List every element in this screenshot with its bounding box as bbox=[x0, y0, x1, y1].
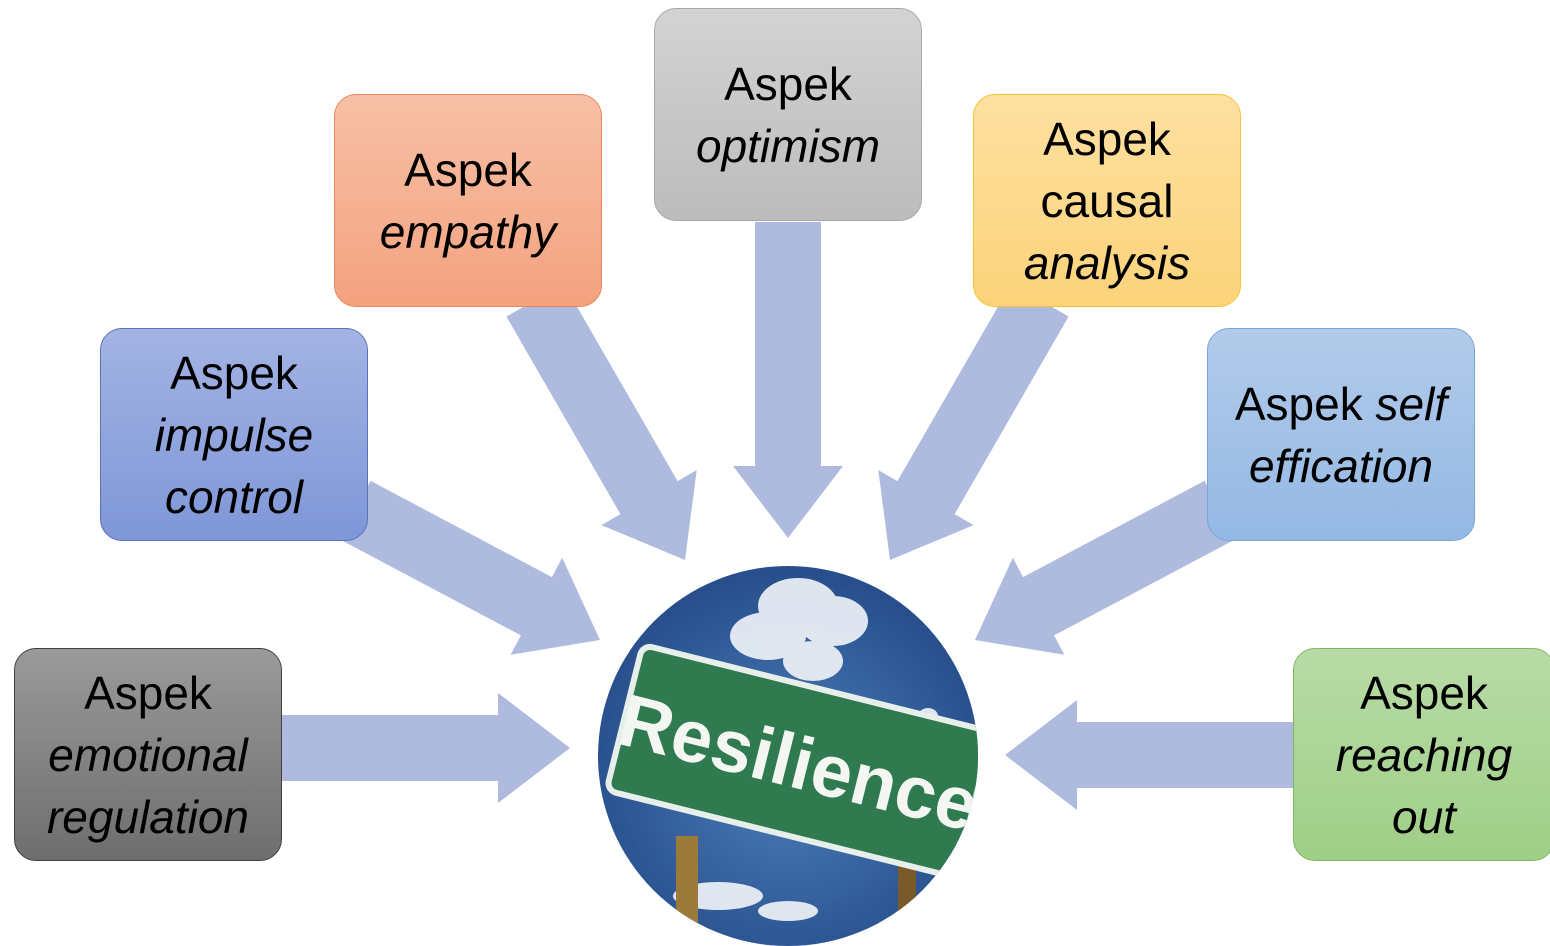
arrow-reaching bbox=[1005, 700, 1293, 810]
aspect-label-line: empathy bbox=[379, 205, 557, 258]
aspect-label-line: emotional bbox=[48, 728, 248, 781]
aspect-label-word: Aspek bbox=[1234, 377, 1376, 430]
arrow-impulse bbox=[339, 480, 600, 655]
aspect-impulse-control: Aspek impulse control bbox=[100, 328, 368, 541]
arrow-emotional bbox=[282, 693, 570, 803]
aspect-self-effication: Aspek self effication bbox=[1207, 328, 1475, 541]
aspect-reaching-out: Aspek reaching out bbox=[1293, 648, 1550, 861]
aspect-label-line: out bbox=[1392, 790, 1456, 843]
aspect-label-line: Aspek bbox=[1360, 666, 1488, 719]
arrow-self bbox=[975, 480, 1236, 655]
aspect-label-word: self bbox=[1375, 377, 1448, 430]
aspect-label-line: causal bbox=[1040, 174, 1174, 227]
aspect-label-line: control bbox=[164, 470, 304, 523]
aspect-label-line: effication bbox=[1248, 439, 1434, 492]
aspect-optimism: Aspek optimism bbox=[654, 8, 922, 221]
aspect-causal-analysis: Aspek causal analysis bbox=[973, 94, 1241, 307]
aspect-label-line: impulse bbox=[154, 408, 314, 461]
resilience-sign-image: Resilience bbox=[598, 566, 978, 946]
aspect-label-line: Aspek bbox=[170, 346, 298, 399]
arrow-optimism bbox=[733, 222, 843, 538]
aspect-label-line: Aspek bbox=[404, 143, 532, 196]
arrow-causal bbox=[878, 283, 1069, 560]
aspect-label-line: Aspek bbox=[724, 58, 852, 110]
aspect-empathy: Aspek empathy bbox=[334, 94, 602, 307]
aspect-label-line: optimism bbox=[695, 120, 881, 172]
aspect-emotional-regulation: Aspek emotional regulation bbox=[14, 648, 282, 861]
arrow-empathy bbox=[506, 283, 697, 560]
aspect-label-line: regulation bbox=[46, 790, 250, 843]
aspect-label-line: reaching bbox=[1335, 728, 1513, 781]
aspect-label-line: Aspek self bbox=[1235, 373, 1447, 435]
aspect-label-line: analysis bbox=[1023, 236, 1191, 289]
aspect-label-line: Aspek bbox=[84, 666, 212, 719]
aspect-label-line: Aspek bbox=[1043, 112, 1171, 165]
